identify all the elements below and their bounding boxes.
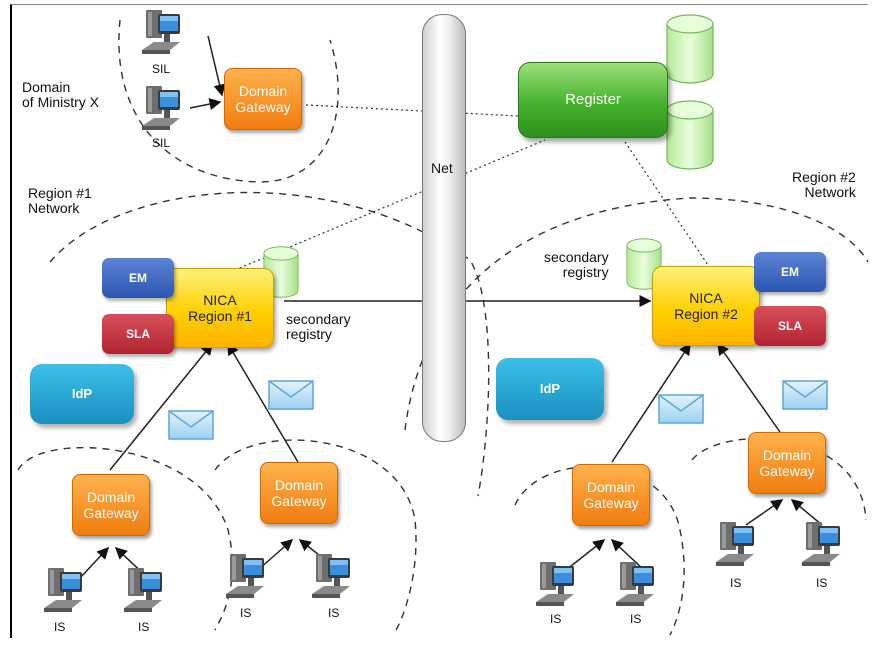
- gw-line2: Gateway: [235, 99, 291, 115]
- nica2-line2: Region #2: [674, 306, 738, 322]
- is-label: IS: [240, 606, 252, 620]
- gw-line1: Domain: [274, 477, 324, 493]
- computer-icon: [616, 562, 654, 606]
- idp-label: IdP: [71, 386, 93, 401]
- gw-line2: Gateway: [759, 463, 815, 479]
- secreg1-line1: secondary: [286, 311, 351, 327]
- computer-icon: [142, 10, 180, 54]
- computer-icon: [312, 554, 350, 598]
- gw4-domain-boundary: [691, 437, 867, 521]
- nica-region1-box: NICA Region #1: [166, 268, 274, 348]
- is-label: IS: [328, 606, 340, 620]
- em-label: EM: [781, 265, 799, 279]
- gw2-domain-boundary: [214, 439, 417, 633]
- register-box: Register: [518, 62, 668, 138]
- sla-box-region2: SLA: [754, 306, 826, 346]
- secreg2-line2: registry: [562, 264, 609, 280]
- em-box-region1: EM: [102, 258, 174, 298]
- computer-icon: [124, 568, 162, 612]
- region1-line1: Region #1: [28, 185, 92, 201]
- gw-line2: Gateway: [83, 505, 139, 521]
- envelope-icon: [168, 410, 214, 440]
- domain-gateway-r1b: Domain Gateway: [260, 462, 338, 524]
- is-label: IS: [730, 576, 742, 590]
- sla-label: SLA: [778, 319, 802, 333]
- gw-line1: Domain: [762, 447, 812, 463]
- diagram-frame: [10, 4, 868, 638]
- em-box-region2: EM: [754, 252, 826, 292]
- secondary-registry-label-1: secondary registry: [286, 312, 351, 342]
- region1-label: Region #1 Network: [28, 186, 92, 216]
- em-label: EM: [129, 271, 147, 285]
- region2-line1: Region #2: [792, 169, 856, 185]
- idp-box-region1: IdP: [30, 364, 134, 424]
- domain-gateway-r2a: Domain Gateway: [572, 464, 650, 526]
- computer-icon: [226, 554, 264, 598]
- is-label: IS: [630, 612, 642, 626]
- nica-region2-box: NICA Region #2: [652, 266, 760, 346]
- region2-label: Region #2 Network: [792, 170, 856, 200]
- idp-box-region2: IdP: [496, 358, 604, 420]
- gw-line1: Domain: [238, 83, 288, 99]
- sil-label: SIL: [152, 136, 171, 150]
- domain-gateway-r1a: Domain Gateway: [72, 474, 150, 536]
- gw-line2: Gateway: [583, 495, 639, 511]
- ministry-line2: of Ministry X: [22, 94, 100, 110]
- is-label: IS: [138, 620, 150, 634]
- computer-icon: [142, 86, 180, 130]
- gw1-domain-boundary: [17, 447, 234, 631]
- domain-gateway-ministry: Domain Gateway: [224, 68, 302, 130]
- is-label: IS: [816, 576, 828, 590]
- gw-line1: Domain: [586, 479, 636, 495]
- database-icon: [666, 14, 714, 84]
- database-icon: [666, 100, 714, 170]
- is-label: IS: [54, 620, 66, 634]
- nica1-line1: NICA: [203, 292, 237, 308]
- sla-box-region1: SLA: [102, 314, 174, 354]
- computer-icon: [536, 562, 574, 606]
- secreg2-line1: secondary: [544, 249, 609, 265]
- gw-line2: Gateway: [271, 493, 327, 509]
- envelope-icon: [658, 394, 704, 424]
- secreg1-line2: registry: [286, 326, 332, 342]
- sla-label: SLA: [126, 327, 150, 341]
- gw-line1: Domain: [86, 489, 136, 505]
- computer-icon: [44, 568, 82, 612]
- ministry-line1: Domain: [22, 79, 71, 95]
- envelope-icon: [268, 380, 314, 410]
- net-label: Net: [431, 160, 453, 176]
- region1-line2: Network: [28, 200, 80, 216]
- sil-label: SIL: [152, 62, 171, 76]
- nica1-line2: Region #1: [188, 308, 252, 324]
- domain-gateway-r2b: Domain Gateway: [748, 432, 826, 494]
- secondary-registry-label-2: secondary registry: [544, 250, 609, 280]
- idp-label: IdP: [539, 381, 561, 396]
- nica2-line1: NICA: [689, 290, 723, 306]
- envelope-icon: [782, 380, 828, 410]
- ministry-domain-boundary: [118, 19, 339, 183]
- computer-icon: [802, 522, 840, 566]
- ministry-domain-label: Domain of Ministry X: [22, 80, 99, 110]
- is-label: IS: [550, 612, 562, 626]
- register-label: Register: [565, 91, 621, 108]
- computer-icon: [716, 522, 754, 566]
- net-column: [422, 14, 466, 442]
- region2-line2: Network: [804, 184, 856, 200]
